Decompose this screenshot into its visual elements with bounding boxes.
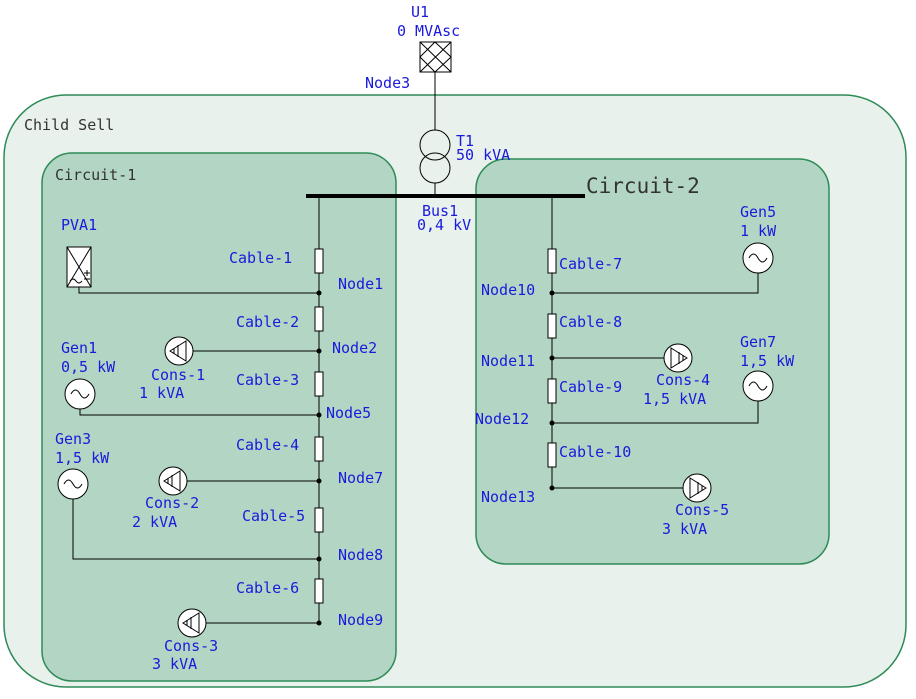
grid-source-icon[interactable] (419, 41, 452, 73)
gen1-name: Gen1 (61, 339, 97, 357)
circuit-2-area[interactable] (475, 158, 830, 565)
generator-5-icon[interactable] (742, 242, 774, 274)
node7-label: Node7 (338, 469, 383, 487)
cons-3-name: Cons-3 (164, 637, 218, 655)
cable-6-label: Cable-6 (236, 579, 299, 597)
transformer-rating: 50 kVA (456, 146, 510, 164)
cons-2-name: Cons-2 (145, 494, 199, 512)
consumer-1-icon[interactable] (164, 336, 194, 366)
gen3-name: Gen3 (55, 430, 91, 448)
cons-2-rating: 2 kVA (132, 513, 177, 531)
cons-1-name: Cons-1 (151, 366, 205, 384)
gen5-name: Gen5 (740, 203, 776, 221)
cons-5-name: Cons-5 (675, 501, 729, 519)
cable-2[interactable] (314, 306, 324, 332)
node11-label: Node11 (481, 352, 535, 370)
cable-9[interactable] (547, 378, 557, 404)
cable-1-label: Cable-1 (229, 249, 292, 267)
cable-7-label: Cable-7 (559, 255, 622, 273)
cons-4-rating: 1,5 kVA (643, 390, 706, 408)
node12-label: Node12 (475, 410, 529, 428)
circuit-2-label: Circuit-2 (586, 174, 700, 198)
cable-1[interactable] (314, 248, 324, 274)
cable-8[interactable] (547, 313, 557, 339)
cons-5-rating: 3 kVA (662, 520, 707, 538)
node3-label: Node3 (365, 74, 410, 92)
gen7-name: Gen7 (740, 333, 776, 351)
cable-4-label: Cable-4 (236, 436, 299, 454)
node1-label: Node1 (338, 275, 383, 293)
node9-label: Node9 (338, 611, 383, 629)
consumer-5-icon[interactable] (682, 473, 712, 503)
source-rating: 0 MVAsc (397, 22, 460, 40)
bus1-name: Bus1 (422, 202, 458, 220)
gen1-rating: 0,5 kW (61, 358, 116, 376)
gen5-rating: 1 kW (740, 222, 777, 240)
cons-4-name: Cons-4 (656, 371, 710, 389)
cable-5-label: Cable-5 (242, 507, 305, 525)
cable-8-label: Cable-8 (559, 313, 622, 331)
cable-7[interactable] (547, 248, 557, 274)
node13-label: Node13 (481, 488, 535, 506)
pva1-name: PVA1 (61, 216, 97, 234)
source-name: U1 (411, 3, 429, 21)
generator-7-icon[interactable] (742, 370, 774, 402)
consumer-4-icon[interactable] (663, 343, 693, 373)
generator-3-icon[interactable] (57, 468, 89, 500)
cons-3-rating: 3 kVA (152, 655, 197, 673)
transformer-name: T1 (456, 132, 474, 150)
cable-3-label: Cable-3 (236, 371, 299, 389)
cable-9-label: Cable-9 (559, 378, 622, 396)
consumer-2-icon[interactable] (158, 466, 188, 496)
cable-10-label: Cable-10 (559, 443, 631, 461)
circuit-1-label: Circuit-1 (55, 166, 136, 184)
cable-3[interactable] (314, 371, 324, 397)
cable-2-label: Cable-2 (236, 313, 299, 331)
circuit-1-area[interactable] (41, 152, 397, 682)
cable-5[interactable] (314, 507, 324, 533)
consumer-3-icon[interactable] (177, 608, 207, 638)
generator-1-icon[interactable] (64, 378, 96, 410)
node10-label: Node10 (481, 281, 535, 299)
cable-4[interactable] (314, 436, 324, 462)
node5-label: Node5 (326, 404, 371, 422)
bus1-voltage: 0,4 kV (417, 216, 471, 234)
cable-6[interactable] (314, 578, 324, 604)
gen3-rating: 1,5 kW (55, 449, 110, 467)
cons-1-rating: 1 kVA (139, 384, 184, 402)
cable-10[interactable] (547, 442, 557, 468)
pv-array-icon[interactable] (66, 246, 92, 288)
node2-label: Node2 (332, 339, 377, 357)
gen7-rating: 1,5 kW (740, 352, 795, 370)
child-cell-label: Child Sell (24, 116, 114, 134)
node8-label: Node8 (338, 546, 383, 564)
